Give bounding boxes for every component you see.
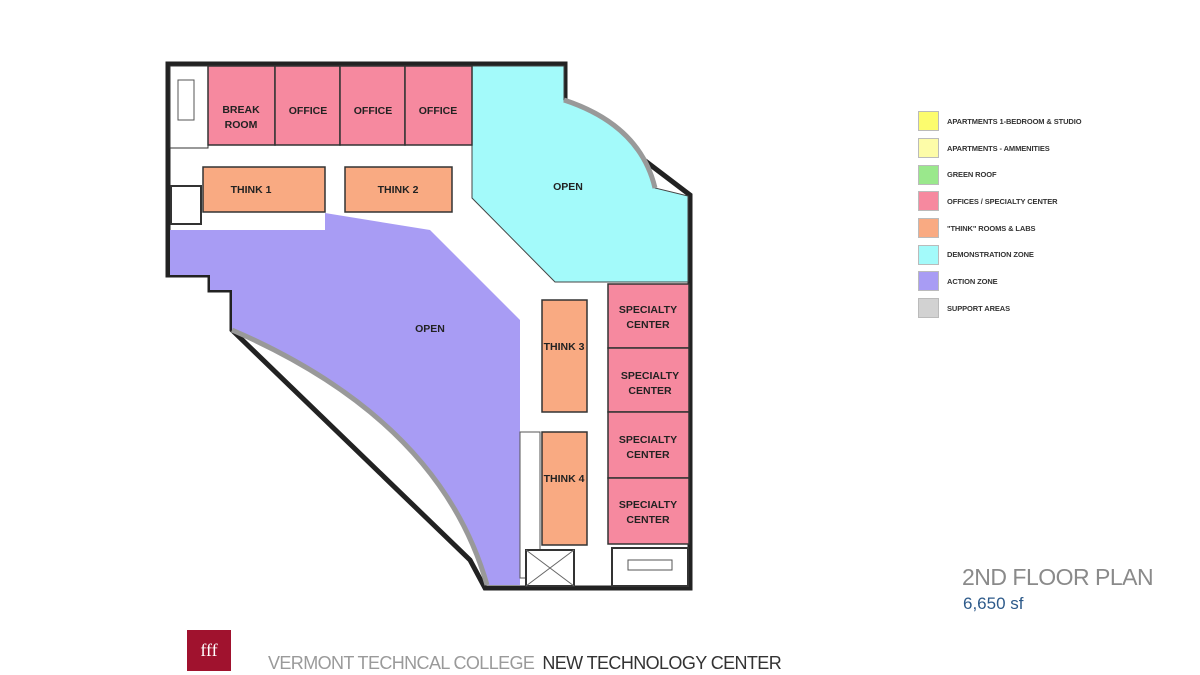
legend-item: DEMONSTRATION ZONE [918,241,1081,268]
legend-item: ACTION ZONE [918,268,1081,295]
legend-label: "THINK" ROOMS & LABS [947,223,1036,233]
break-room-label: BREAK [222,104,260,116]
elevator [170,185,202,225]
legend-item: APARTMENTS 1-BEDROOM & STUDIO [918,108,1082,135]
office-2 [339,65,406,146]
footer: VERMONT TECHNCAL COLLEGE NEW TECHNOLOGY C… [268,653,782,674]
office-3 [404,65,473,146]
office-label: OFFICE [289,105,328,117]
think-4-label: THINK 4 [544,473,585,485]
office-label: OFFICE [354,105,393,117]
think-1 [202,166,326,213]
legend-label: OFFICES / SPECIALTY CENTER [947,196,1058,206]
break-room-label-2: ROOM [225,119,258,131]
legend-item: OFFICES / SPECIALTY CENTER [918,188,1081,215]
legend-label: APARTMENTS 1-BEDROOM & STUDIO [947,116,1082,126]
specialty-label: SPECIALTY [619,434,677,446]
legend-label: APARTMENTS - AMMENITIES [947,143,1050,153]
project-name: NEW TECHNOLOGY CENTER [542,653,782,673]
specialty-label: CENTER [626,319,670,331]
legend-label: DEMONSTRATION ZONE [947,250,1034,260]
specialty-center-3 [607,411,690,479]
legend-swatch [918,298,939,319]
office-1 [274,65,341,146]
specialty-label: SPECIALTY [619,499,677,511]
open-action-label: OPEN [415,323,445,335]
office-label: OFFICE [419,105,458,117]
think-3-label: THINK 3 [544,341,585,353]
think-1-label: THINK 1 [231,184,272,196]
legend-item: SUPPORT AREAS [918,295,1081,322]
college-logo: fff [187,630,231,671]
legend-swatch [918,218,939,239]
curved-glass-wall-demo [563,97,658,189]
college-name: VERMONT TECHNCAL COLLEGE [268,653,535,673]
specialty-label: CENTER [628,385,672,397]
think-2 [344,166,453,213]
legend-item: GREEN ROOF [918,161,1081,188]
specialty-center-1 [607,283,690,349]
stair-bottom [611,547,689,587]
specialty-center-2 [607,347,690,413]
legend-item: "THINK" ROOMS & LABS [918,215,1081,242]
think-2-label: THINK 2 [378,184,419,196]
legend-label: ACTION ZONE [947,276,998,286]
break-room [207,65,276,146]
legend-swatch [918,244,939,265]
specialty-labels: SPECIALTY CENTER SPECIALTY CENTER SPECIA… [619,304,679,526]
plan-title: 2ND FLOOR PLAN [962,564,1154,590]
legend: APARTMENTS 1-BEDROOM & STUDIO APARTMENTS … [918,108,1082,322]
legend-swatch [918,111,939,132]
specialty-label: SPECIALTY [621,370,679,382]
stair [169,65,209,149]
legend-item: APARTMENTS - AMMENITIES [918,135,1081,162]
legend-swatch [918,271,939,292]
open-demo-label: OPEN [553,181,583,193]
stair-core [177,79,195,121]
think-4 [541,431,588,546]
action-zone [170,213,520,585]
plan-area: 6,650 sf [963,594,1024,613]
specialty-label: CENTER [626,514,670,526]
legend-swatch [918,138,939,159]
specialty-label: CENTER [626,449,670,461]
specialty-center-4 [607,477,690,545]
legend-label: GREEN ROOF [947,170,997,180]
legend-swatch [918,164,939,185]
legend-swatch [918,191,939,212]
specialty-label: SPECIALTY [619,304,677,316]
think-3 [541,299,588,413]
curved-glass-wall [231,327,490,586]
legend-label: SUPPORT AREAS [947,303,1011,313]
